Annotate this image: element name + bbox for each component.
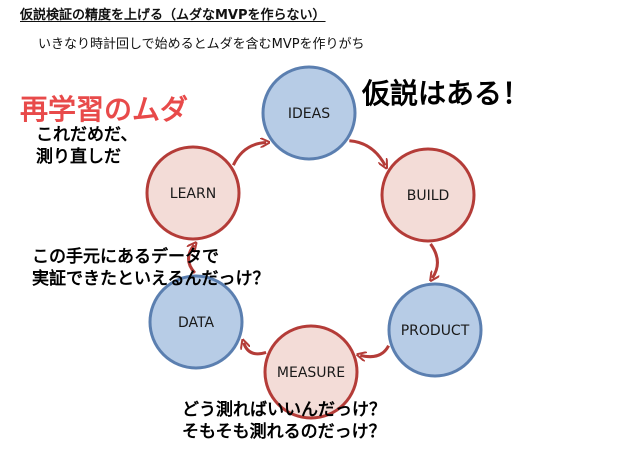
data-callout-line-1: この手元にあるデータで [32, 247, 219, 267]
data-callout-line-2: 実証できたといえるんだっけ？ [32, 269, 270, 289]
cycle-arrows [189, 141, 438, 357]
cycle-node-measure: MEASURE [263, 324, 359, 420]
cycle-node-circle [148, 274, 244, 370]
cycle-node-circle [145, 145, 241, 241]
cycle-node-circle [380, 147, 476, 243]
cycle-node-build: BUILD [380, 147, 476, 243]
cycle-node-circle [387, 282, 483, 378]
measure-callout: どう測ればいいんだっけ？ そもそも測れるのだっけ？ [182, 399, 386, 443]
learn-callout: これだめだ、 測り直しだ [36, 124, 138, 168]
cycle-node-label: DATA [178, 315, 214, 331]
cycle-node-label: IDEAS [288, 106, 330, 122]
learn-callout-line-2: 測り直しだ [36, 147, 121, 167]
cycle-node-product: PRODUCT [387, 282, 483, 378]
hypothesis-callout: 仮説はある！ [362, 77, 531, 110]
cycle-arrow [431, 243, 438, 278]
cycle-nodes: IDEAS BUILD PRODUCT MEASURE DATA LEARN [145, 65, 483, 420]
measure-callout-line-2: そもそも測れるのだっけ？ [182, 422, 386, 442]
cycle-node-ideas: IDEAS [261, 65, 357, 161]
page-title: 仮説検証の精度を上げる（ムダなMVPを作らない） [20, 8, 326, 23]
cycle-arrow [244, 343, 267, 356]
cycle-arrow [231, 143, 266, 166]
page-subtitle: いきなり時計回しで始めるとムダを含むMVPを作りがち [38, 37, 365, 52]
cycle-node-learn: LEARN [145, 145, 241, 241]
measure-callout-line-1: どう測ればいいんだっけ？ [182, 400, 386, 420]
cycle-node-label: MEASURE [277, 365, 345, 381]
data-callout: この手元にあるデータで 実証できたといえるんだっけ？ [32, 246, 270, 290]
cycle-node-circle [263, 324, 359, 420]
learn-callout-line-1: これだめだ、 [36, 125, 138, 145]
cycle-arrow [349, 139, 385, 166]
cycle-node-label: BUILD [407, 188, 450, 204]
cycle-node-label: PRODUCT [401, 323, 470, 339]
cycle-arrow [360, 344, 390, 357]
cycle-node-circle [261, 65, 357, 161]
relearning-waste-callout: 再学習のムダ [20, 93, 189, 126]
cycle-node-data: DATA [148, 274, 244, 370]
cycle-node-label: LEARN [170, 186, 216, 202]
cycle-arrow [189, 245, 195, 275]
